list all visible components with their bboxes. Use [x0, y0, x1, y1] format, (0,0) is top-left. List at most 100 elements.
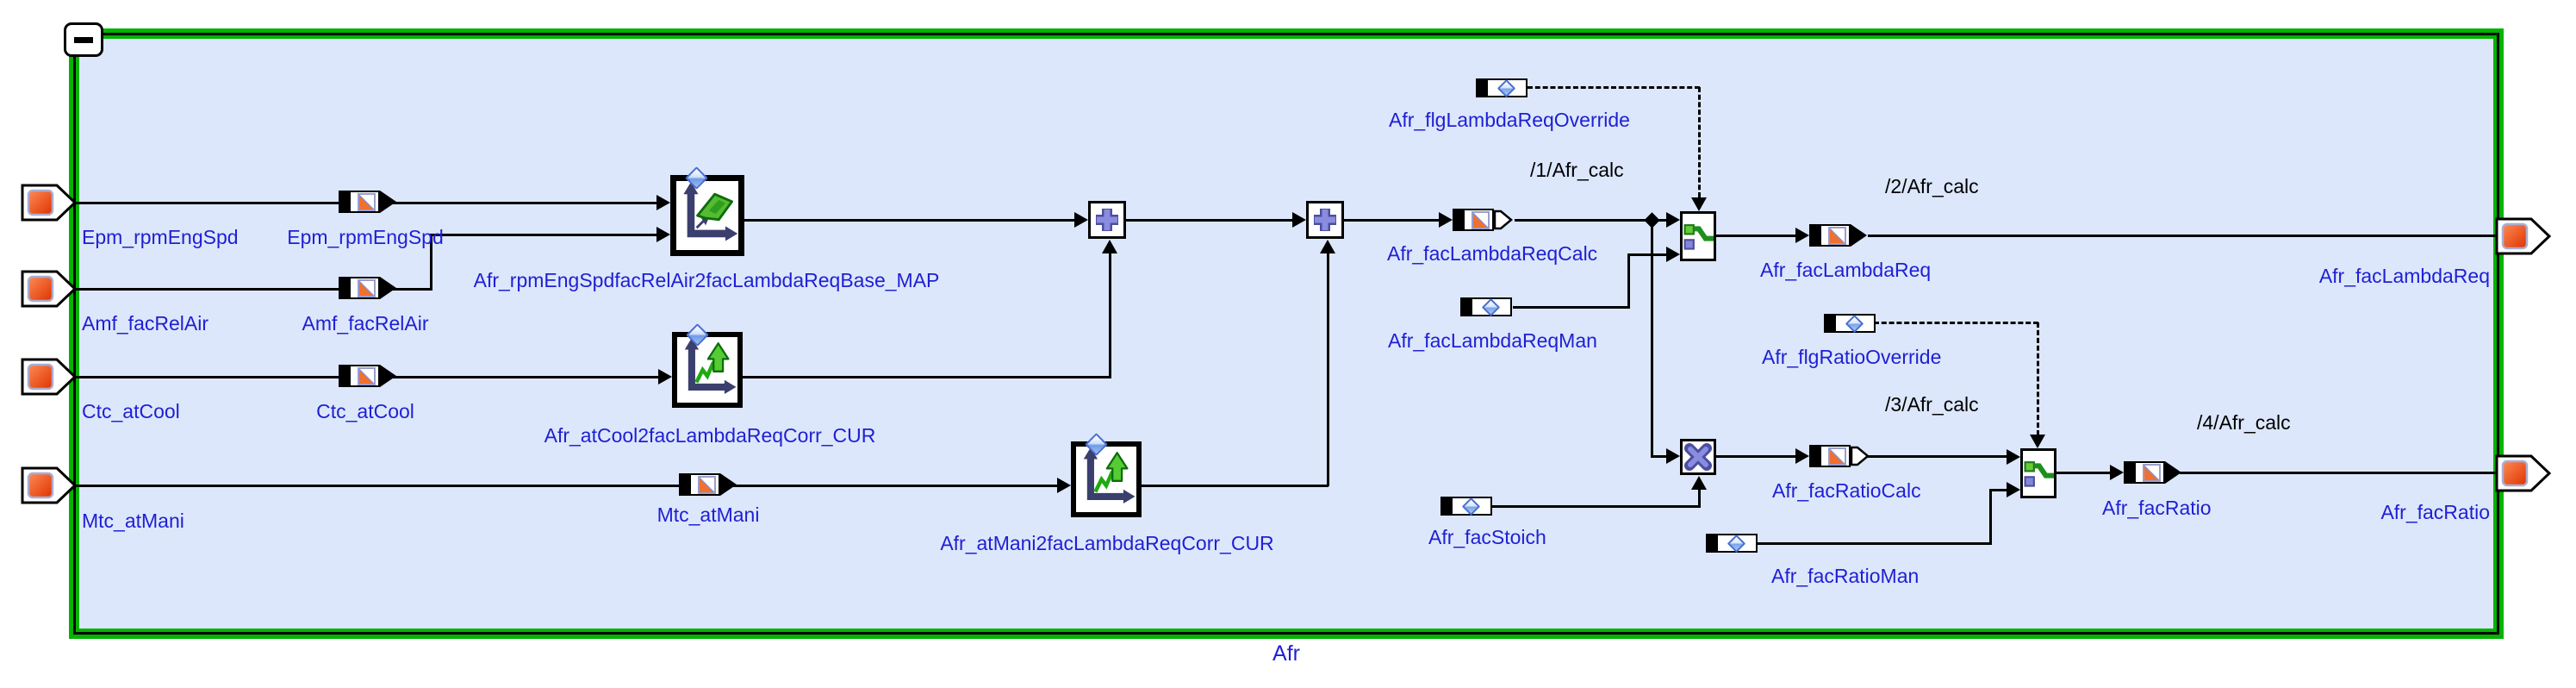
switch-block-lambda[interactable] — [1680, 211, 1716, 261]
flag-block-facstoich[interactable] — [1440, 497, 1492, 516]
flag-block-facratioman[interactable] — [1706, 534, 1758, 554]
wire-arrowhead — [1074, 212, 1088, 228]
curve-lookup-block-atcool[interactable] — [672, 323, 743, 408]
connector-arrow-icon — [380, 365, 396, 387]
block-label: Afr_rpmEngSpdfacRelAir2facLambdaReqBase_… — [473, 269, 940, 291]
signal-label: Afr_facRatioMan — [1771, 565, 1920, 587]
signal-label: Afr_facRatio — [2102, 497, 2212, 519]
switch-icon — [2024, 461, 2054, 487]
diamond-icon — [1496, 78, 1516, 98]
output-port-afr-faclambdareq[interactable] — [2495, 217, 2552, 260]
signal-connector-mtc-atmani[interactable] — [679, 473, 737, 496]
signal-icon — [698, 476, 716, 494]
diamond-icon — [1727, 534, 1746, 554]
input-label: Amf_facRelAir — [82, 312, 208, 335]
wire-segment — [1513, 306, 1630, 309]
input-port-ctc-atcool[interactable] — [21, 358, 78, 400]
connector-label: Mtc_atMani — [656, 503, 760, 526]
subsystem-frame[interactable] — [69, 28, 2504, 639]
wire-segment — [430, 234, 656, 236]
signal-connector-ctc-atcool[interactable] — [339, 365, 396, 387]
block-label: Afr_atCool2facLambdaReqCorr_CUR — [544, 424, 876, 447]
map-lookup-block[interactable] — [670, 166, 744, 256]
collapse-button[interactable]: - — [64, 22, 103, 57]
signal-connector-facratiocalc[interactable] — [1809, 444, 1870, 468]
signal-connector-faclambdareqcalc[interactable] — [1453, 208, 1513, 232]
port-square-icon — [27, 472, 54, 499]
wire-segment — [1651, 455, 1666, 458]
wire-arrowhead — [1292, 212, 1306, 228]
wire-arrowhead — [1666, 448, 1680, 464]
port-square-icon — [27, 363, 54, 391]
connector-label: Amf_facRelAir — [302, 312, 429, 335]
connector-arrow-icon — [720, 473, 737, 496]
input-label: Epm_rpmEngSpd — [82, 226, 239, 248]
wire-arrowhead — [2110, 465, 2124, 480]
wire-segment — [1515, 219, 1666, 222]
input-label: Mtc_atMani — [82, 510, 184, 532]
annotation-text: /4/Afr_calc — [2197, 411, 2291, 434]
wire-arrowhead — [1320, 240, 1335, 253]
wire-arrowhead — [1439, 212, 1453, 228]
port-square-icon — [2501, 460, 2529, 487]
multiply-block[interactable] — [1680, 439, 1716, 475]
wire-segment — [1989, 489, 1992, 544]
flag-block-lambda-override[interactable] — [1476, 78, 1528, 98]
output-port-afr-facratio[interactable] — [2495, 454, 2552, 497]
wire-segment — [741, 219, 1075, 222]
wire-arrowhead — [1795, 228, 1809, 243]
dashed-wire-segment — [1698, 87, 1701, 197]
flag-block-ratio-override[interactable] — [1824, 314, 1876, 334]
input-port-mtc-atmani[interactable] — [21, 466, 78, 509]
flag-block-lambda-man[interactable] — [1460, 297, 1512, 317]
signal-label: Afr_facRatioCalc — [1772, 479, 1921, 502]
wire-segment — [430, 234, 432, 291]
wire-arrowhead — [656, 227, 670, 242]
connector-arrow-icon — [380, 191, 396, 213]
curve-lookup-block-atmani[interactable] — [1071, 433, 1142, 517]
wire-segment — [1864, 455, 2007, 458]
wire-segment — [74, 485, 1057, 487]
connector-label: Epm_rpmEngSpd — [287, 226, 444, 248]
wire-segment — [2055, 472, 2110, 474]
output-label: Afr_facLambdaReq — [2318, 265, 2490, 287]
wire-segment — [1327, 253, 1329, 486]
plus-icon — [1314, 209, 1336, 231]
signal-icon — [358, 279, 376, 297]
wire-segment — [2180, 472, 2496, 474]
wire-segment — [1989, 489, 2007, 491]
wire-arrowhead — [1795, 448, 1809, 464]
port-square-icon — [27, 275, 54, 303]
wire-arrowhead — [1691, 197, 1707, 211]
wire-segment — [1139, 485, 1328, 487]
wire-arrowhead — [656, 195, 670, 210]
wire-arrowhead — [1666, 212, 1680, 228]
wire-segment — [74, 288, 432, 291]
output-label: Afr_facRatio — [2380, 501, 2490, 523]
wire-segment — [1698, 488, 1701, 507]
signal-connector-amf-facrelair[interactable] — [339, 277, 396, 299]
wire-arrowhead — [1102, 240, 1117, 253]
dashed-wire-segment — [2037, 322, 2039, 435]
input-port-epm-rpmengspd[interactable] — [21, 184, 78, 226]
map-icon — [683, 181, 738, 241]
signal-label: Afr_flgLambdaReqOverride — [1389, 109, 1630, 131]
wire-segment — [1109, 253, 1111, 378]
signal-label: Afr_facLambdaReqMan — [1388, 329, 1597, 352]
signal-connector-epm-rpmengspd[interactable] — [339, 191, 396, 213]
sum-block-1[interactable] — [1088, 201, 1126, 239]
switch-icon — [1683, 224, 1714, 250]
signal-connector-facratio[interactable] — [2124, 461, 2181, 484]
subsystem-background — [79, 39, 2493, 629]
annotation-text: /2/Afr_calc — [1885, 175, 1979, 197]
block-label: Afr_atMani2facLambdaReqCorr_CUR — [940, 532, 1274, 554]
minus-icon: - — [74, 36, 93, 43]
curve-icon — [684, 337, 737, 395]
sum-block-2[interactable] — [1306, 201, 1344, 239]
connector-outline-arrow-icon — [1851, 446, 1870, 466]
wire-segment — [1714, 455, 1795, 458]
input-port-amf-facrelair[interactable] — [21, 270, 78, 312]
signal-connector-faclambdareq[interactable] — [1809, 224, 1867, 247]
switch-block-ratio[interactable] — [2020, 448, 2056, 498]
